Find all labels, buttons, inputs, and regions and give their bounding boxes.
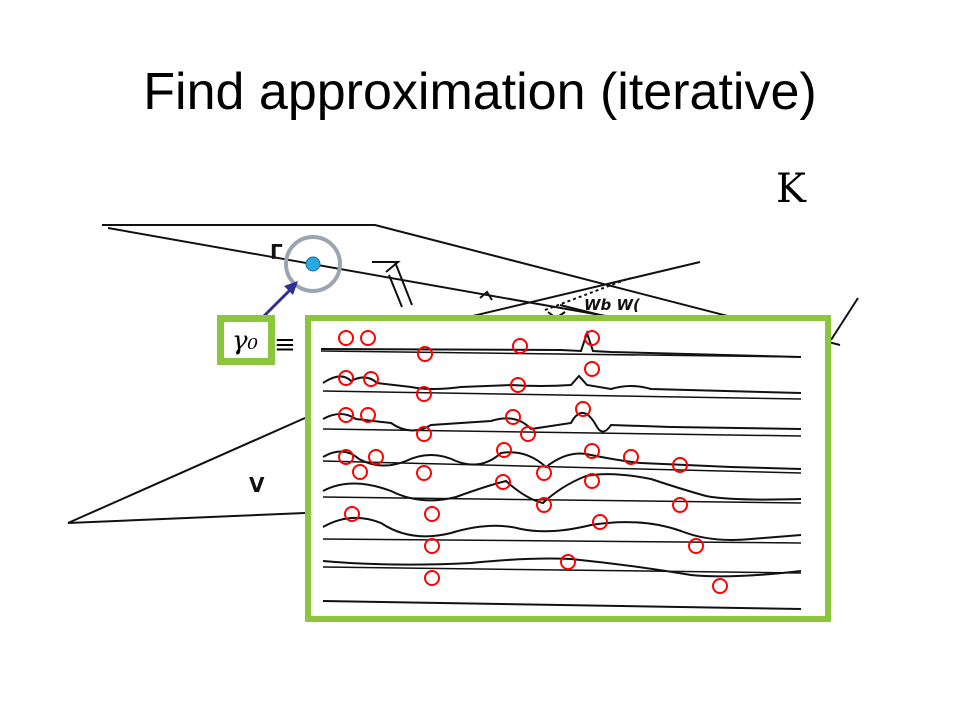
trace-4-baseline (322, 460, 802, 474)
marker-circle (416, 465, 432, 481)
k-symbol: K (776, 166, 806, 212)
marker-circle (344, 506, 360, 522)
marker-circle (672, 497, 688, 513)
marker-circle (495, 474, 511, 490)
trace-3-baseline (322, 428, 802, 437)
trace-5-baseline (322, 496, 802, 504)
trace-8-baseline (322, 600, 802, 610)
marker-circle (623, 449, 639, 465)
marker-circle (672, 457, 688, 473)
arrow-head-icon (284, 281, 298, 295)
trace-6-baseline (322, 538, 802, 544)
marker-circle (560, 554, 576, 570)
gamma-symbol: γ₀ (232, 326, 258, 356)
marker-circle (584, 443, 600, 459)
marker-circle (424, 570, 440, 586)
waveform-plot (320, 329, 802, 610)
equiv-symbol: ≡ (274, 330, 296, 360)
marker-circle (520, 426, 536, 442)
marker-circle (424, 506, 440, 522)
trace-6 (322, 516, 802, 541)
marker-circle (424, 538, 440, 554)
marker-circle (536, 497, 552, 513)
marker-circle (584, 330, 600, 346)
marker-circle (416, 426, 432, 442)
marker-circle (712, 578, 728, 594)
sketch-v-label: V (249, 473, 265, 497)
waveform-panel[interactable] (305, 315, 831, 622)
trace-5 (322, 473, 802, 505)
marker-circle (688, 538, 704, 554)
lower-wedge (67, 417, 306, 524)
trace-7-baseline (322, 566, 802, 574)
sketch-wave-label: Wb W( (584, 296, 640, 314)
marker-circle (417, 346, 433, 362)
marker-circle (338, 330, 354, 346)
marker-circle (338, 407, 354, 423)
gamma-box[interactable] (217, 315, 275, 365)
marker-circle (592, 514, 608, 530)
source-point[interactable] (305, 256, 321, 272)
selection-circle (284, 235, 342, 293)
marker-circle (338, 370, 354, 386)
right-curve (830, 297, 859, 341)
marker-circle (536, 465, 552, 481)
trace-7 (322, 557, 802, 578)
sketch-gamma-label: Γ (270, 240, 283, 264)
marker-circle (575, 401, 591, 417)
marker-circle (584, 361, 600, 377)
marker-circle (505, 409, 521, 425)
trace-1-baseline (320, 350, 802, 358)
marker-circle (363, 371, 379, 387)
marker-circle (510, 377, 526, 393)
marker-circle (512, 338, 528, 354)
upper-slab (102, 224, 841, 346)
trace-3 (322, 412, 802, 433)
marker-circle (584, 473, 600, 489)
marker-circle (496, 442, 512, 458)
marker-circle (352, 464, 368, 480)
marker-circle (416, 386, 432, 402)
marker-circle (368, 449, 384, 465)
marker-circle (338, 449, 354, 465)
marker-circle (360, 330, 376, 346)
trace-2 (322, 374, 802, 394)
trace-2-baseline (322, 390, 802, 400)
slide-title: Find approximation (iterative) (143, 63, 817, 121)
marker-circle (360, 407, 376, 423)
